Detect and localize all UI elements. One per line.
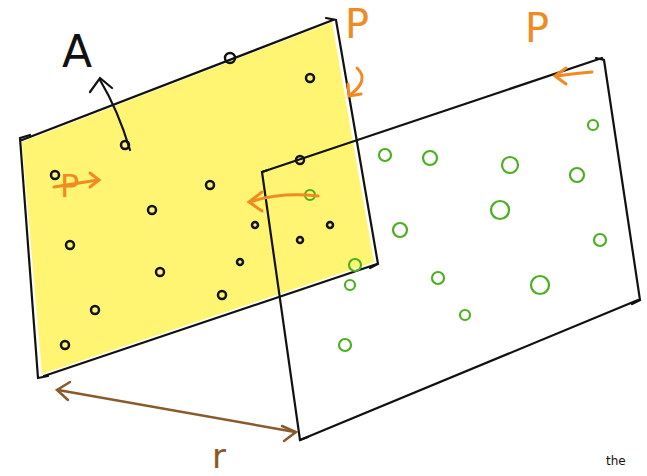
shaded-plate	[22, 22, 374, 374]
area-label: A	[62, 30, 92, 74]
pressure-label: P	[60, 170, 79, 202]
particles-dark	[51, 53, 333, 349]
plate-outlines	[20, 18, 640, 440]
pressure-label: P	[345, 4, 369, 44]
separation-label: r	[212, 439, 226, 473]
note-text: the	[606, 455, 626, 467]
pressure-arrows	[54, 68, 592, 211]
pressure-label: P	[525, 8, 549, 48]
separation-arrow	[57, 382, 296, 441]
particles-green	[305, 120, 606, 351]
area-arrow	[90, 78, 130, 150]
